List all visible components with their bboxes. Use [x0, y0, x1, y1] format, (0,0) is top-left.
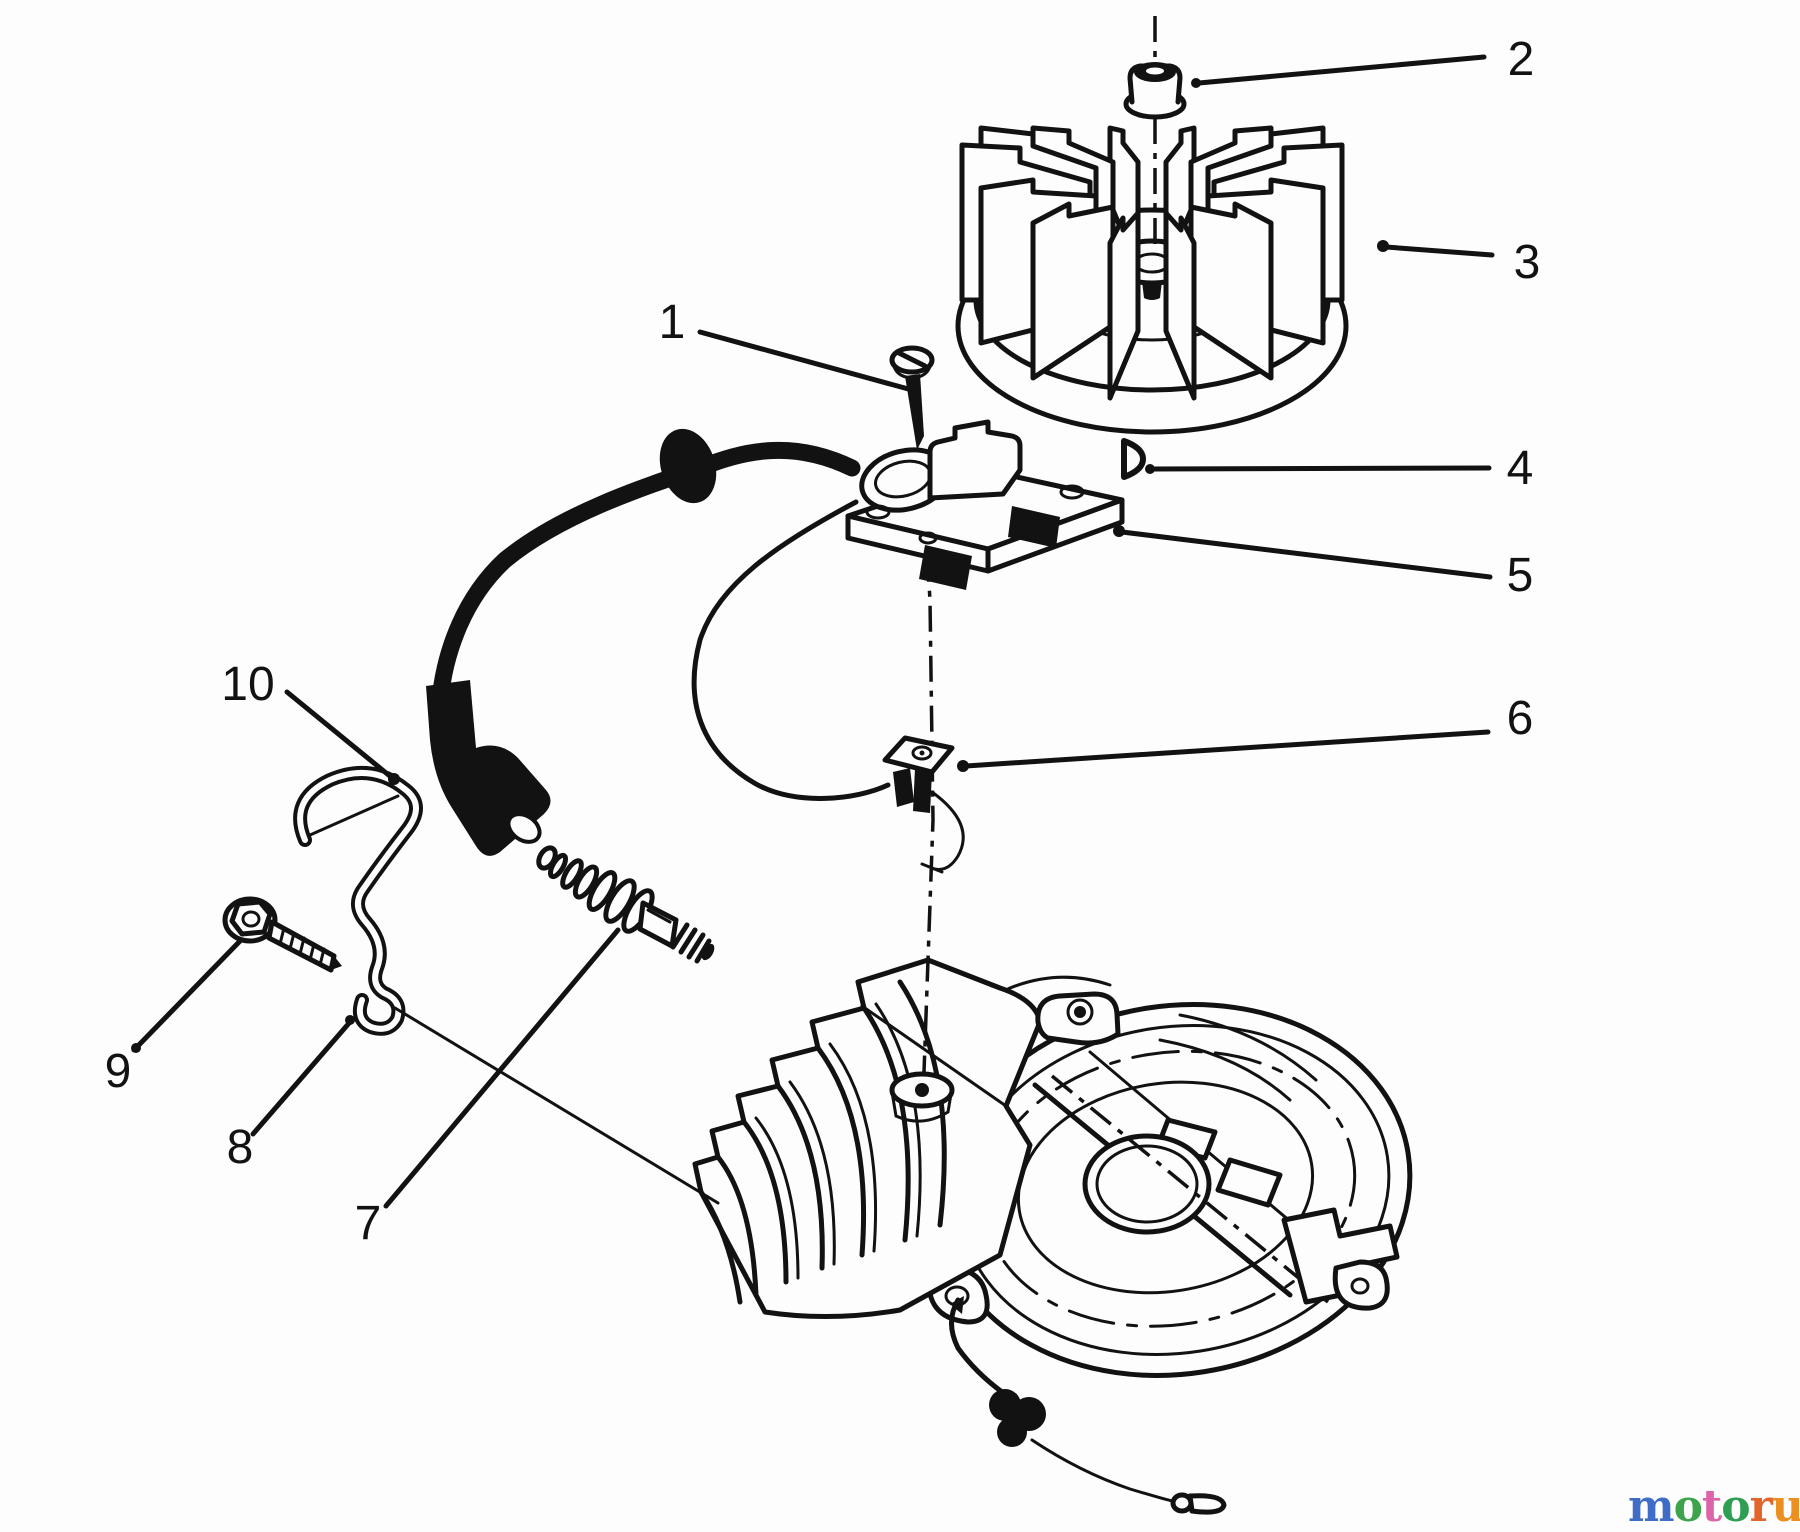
callout-1: 1: [659, 296, 686, 349]
leader-line-1: [697, 329, 915, 393]
flywheel: [955, 125, 1349, 435]
callout-8: 8: [227, 1121, 254, 1174]
leader-line-6: [963, 729, 1491, 769]
callout-labels: 1 2 3 4 5 6 7 8 9 10: [105, 33, 1541, 1250]
plug-hex: [637, 900, 679, 949]
mounting-bolt: [222, 896, 342, 973]
leader-line-10: [284, 689, 394, 780]
leader-line-8: [250, 1019, 353, 1137]
coil-mounting-screw: [889, 345, 935, 450]
engine-cylinder: [692, 957, 1121, 1320]
leader-line-2: [1196, 54, 1487, 86]
leader-line-4: [1149, 465, 1492, 472]
spark-plug-boot: [426, 680, 551, 856]
head-bolt-boss: [1035, 991, 1121, 1046]
leader-line-3: [1383, 244, 1495, 258]
callout-7: 7: [355, 1197, 382, 1250]
housing-tab: [1332, 1259, 1390, 1311]
boot-opening: [506, 812, 542, 844]
callout-5: 5: [1507, 549, 1534, 602]
housing-boss: [1215, 1157, 1283, 1208]
wire-guide: [293, 765, 423, 1036]
watermark-logo: motoruf’.de: [1628, 1480, 1800, 1532]
spark-plug-wire: [431, 428, 861, 709]
leader-line-9: [131, 938, 243, 1053]
ground-wire: [949, 1296, 1227, 1515]
coil-core-leg: [1008, 506, 1060, 548]
ignition-coil: [845, 419, 1125, 590]
spark-plug-hole-boss: [889, 1071, 955, 1123]
crankshaft-bore: [1082, 1133, 1212, 1235]
housing-notch: [1281, 1207, 1400, 1305]
callout-9: 9: [105, 1045, 132, 1098]
callout-2: 2: [1508, 33, 1535, 86]
leader-lines: [131, 54, 1495, 1209]
callout-3: 3: [1514, 236, 1541, 289]
blower-housing: [926, 975, 1413, 1378]
leader-line-5: [1119, 529, 1493, 580]
crankshaft-axis-line: [1050, 1074, 1330, 1304]
guide-locator-line: [393, 1006, 720, 1205]
spark-plug: [536, 845, 715, 964]
wire-grommet: [989, 1389, 1046, 1447]
callout-4: 4: [1507, 442, 1534, 495]
wire-clip: [882, 735, 965, 874]
coil-core-stack: [927, 419, 1023, 501]
coil-kill-wire: [691, 499, 891, 801]
callout-6: 6: [1507, 692, 1534, 745]
flange-nut: [1123, 62, 1187, 120]
leader-line-7: [383, 927, 621, 1209]
flywheel-key: [1121, 438, 1146, 480]
coil-core-leg: [919, 545, 972, 590]
wire-grommet: [659, 428, 717, 504]
callout-10: 10: [221, 658, 274, 711]
